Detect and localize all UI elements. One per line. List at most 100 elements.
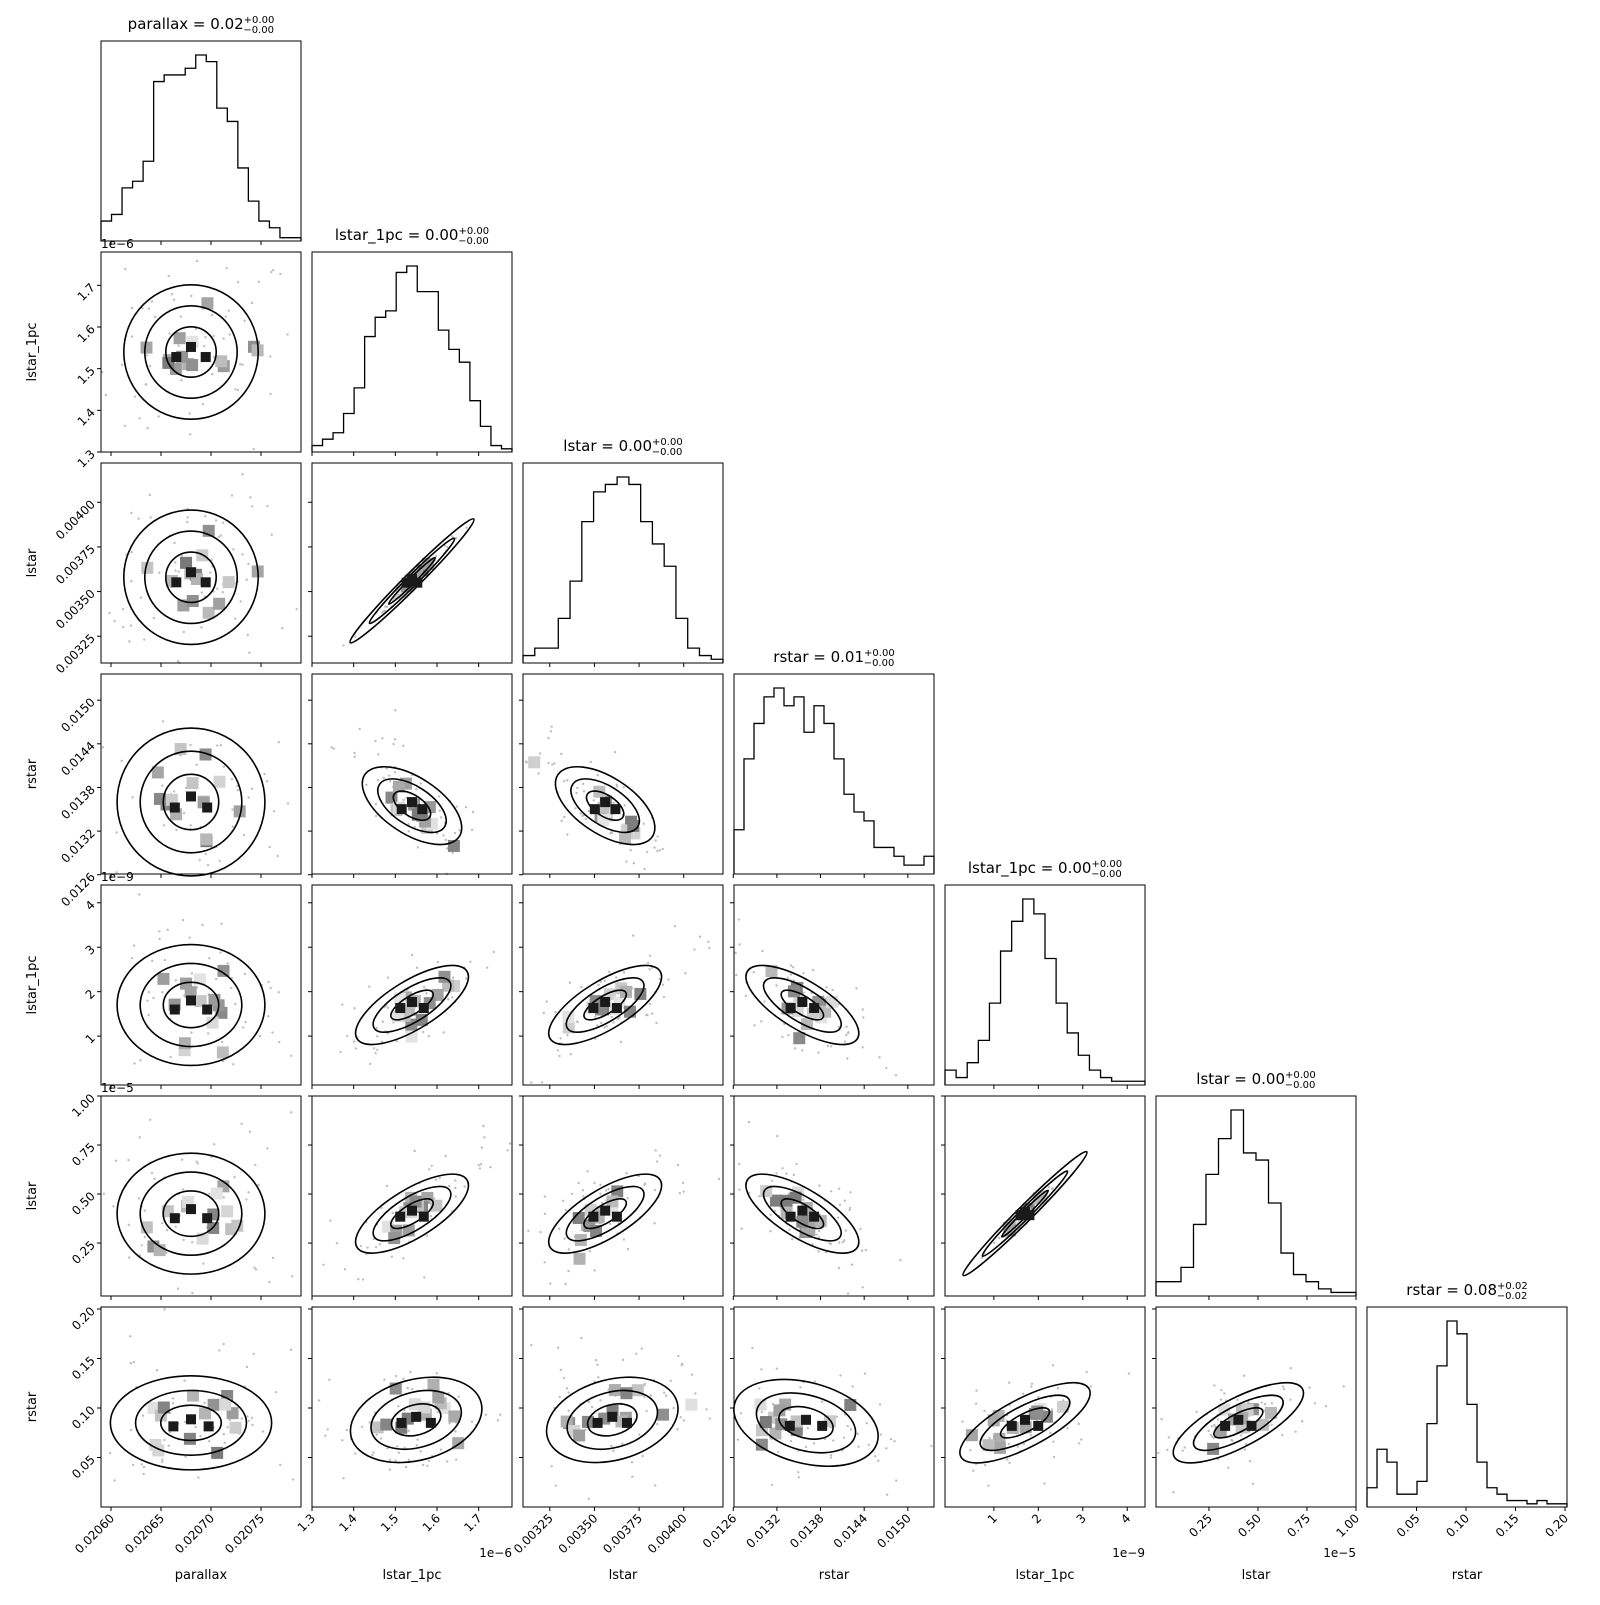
density-peak bbox=[588, 1003, 599, 1014]
panel-frame bbox=[733, 1306, 935, 1508]
density-peak bbox=[407, 574, 417, 585]
y-tick-label-lstar: 0.00350 bbox=[53, 587, 98, 632]
scatter-point bbox=[1289, 1366, 1292, 1370]
density-peak bbox=[169, 1213, 180, 1224]
scatter-point bbox=[140, 1463, 143, 1466]
scatter-point bbox=[861, 1286, 864, 1289]
contour-level-1 bbox=[762, 977, 842, 1033]
scatter-point bbox=[171, 1397, 175, 1400]
scatter-point bbox=[569, 1052, 572, 1056]
scatter-point bbox=[444, 838, 448, 842]
scatter-point bbox=[1056, 1386, 1060, 1390]
histogram-rstar bbox=[733, 687, 935, 874]
scatter-point bbox=[221, 591, 224, 594]
scatter-point bbox=[140, 1244, 143, 1247]
scatter-point bbox=[1231, 1439, 1234, 1443]
scatter-point bbox=[248, 1130, 252, 1133]
density-peak bbox=[407, 797, 417, 808]
scatter-point bbox=[345, 1034, 349, 1038]
scatter-point bbox=[1324, 1404, 1328, 1408]
scatter-point bbox=[1263, 1402, 1267, 1406]
scatter-point bbox=[594, 1359, 598, 1362]
scatter-point bbox=[188, 936, 191, 939]
scatter-point bbox=[825, 986, 828, 989]
scatter-point bbox=[708, 946, 711, 950]
scatter-point bbox=[580, 1336, 583, 1340]
scatter-point bbox=[556, 1049, 560, 1052]
scatter-point bbox=[203, 514, 207, 518]
scatter-point bbox=[428, 1168, 431, 1171]
scatter-point bbox=[642, 822, 646, 825]
scatter-point bbox=[251, 1423, 254, 1427]
scatter-point bbox=[247, 796, 250, 799]
scatter-point bbox=[435, 832, 439, 835]
scatter-point bbox=[442, 834, 445, 837]
density-cell bbox=[1264, 1406, 1277, 1419]
density-cell bbox=[770, 1194, 783, 1207]
scatter-point bbox=[352, 1040, 356, 1043]
scatter-point bbox=[204, 852, 207, 856]
y-tick-label-rstar: 0.15 bbox=[69, 1354, 98, 1383]
scatter-point bbox=[1240, 1434, 1243, 1437]
scatter-point bbox=[566, 833, 569, 836]
scatter-point bbox=[543, 1195, 547, 1198]
scatter-point bbox=[760, 1368, 763, 1371]
scatter-point bbox=[415, 966, 419, 969]
panel-frame bbox=[311, 462, 513, 664]
scatter-point bbox=[228, 333, 231, 336]
y-offset-label-lstar_1pc: 1e−9 bbox=[101, 870, 134, 884]
density-cell bbox=[608, 1384, 621, 1397]
scatter-point bbox=[581, 1189, 585, 1192]
scatter-point bbox=[254, 1268, 258, 1271]
contour-level-0 bbox=[392, 790, 432, 822]
density-cell bbox=[184, 986, 197, 999]
x-tick-label-rstar: 0.10 bbox=[1443, 1511, 1472, 1540]
scatter-point bbox=[163, 1308, 166, 1311]
scatter-point bbox=[969, 1448, 972, 1452]
density-cell bbox=[206, 1016, 219, 1029]
density-peak bbox=[395, 1211, 406, 1222]
scatter-point bbox=[437, 795, 441, 798]
x-tick-label-lstar: 1.00 bbox=[1333, 1511, 1362, 1540]
density-peak bbox=[621, 1417, 632, 1428]
scatter-point bbox=[393, 738, 397, 741]
histogram-lstar_1pc bbox=[311, 265, 513, 452]
scatter-point bbox=[1210, 1435, 1214, 1438]
scatter-point bbox=[389, 780, 392, 783]
scatter-point bbox=[563, 779, 566, 783]
joint-panel-lstar_1pc-vs-lstar_1pc bbox=[308, 884, 513, 1089]
scatter-point bbox=[265, 780, 269, 783]
scatter-point bbox=[386, 976, 390, 979]
x-tick-label-rstar: 0.0138 bbox=[787, 1511, 827, 1551]
scatter-point bbox=[879, 1433, 883, 1436]
density-peak bbox=[801, 1414, 811, 1425]
scatter-point bbox=[143, 638, 146, 641]
scatter-point bbox=[223, 1441, 226, 1445]
scatter-point bbox=[570, 1192, 574, 1196]
panel-frame bbox=[1366, 1306, 1568, 1508]
scatter-point bbox=[818, 1184, 821, 1187]
scatter-point bbox=[439, 1448, 443, 1451]
scatter-point bbox=[444, 1154, 447, 1158]
scatter-point bbox=[236, 788, 240, 792]
scatter-point bbox=[426, 1464, 429, 1468]
scatter-point bbox=[454, 1179, 457, 1182]
scatter-point bbox=[567, 1391, 570, 1394]
scatter-point bbox=[829, 1190, 833, 1193]
scatter-point bbox=[454, 1458, 458, 1461]
scatter-point bbox=[450, 535, 454, 538]
scatter-point bbox=[174, 979, 178, 982]
scatter-point bbox=[157, 415, 160, 418]
scatter-point bbox=[227, 309, 231, 312]
scatter-point bbox=[1007, 1442, 1011, 1446]
scatter-point bbox=[707, 940, 710, 943]
scatter-point bbox=[276, 854, 279, 858]
scatter-point bbox=[530, 1081, 533, 1084]
scatter-point bbox=[464, 805, 468, 809]
scatter-point bbox=[983, 1252, 986, 1256]
scatter-point bbox=[619, 1040, 623, 1044]
scatter-point bbox=[209, 571, 212, 574]
scatter-point bbox=[863, 1372, 867, 1375]
panel-frame bbox=[944, 884, 1146, 1086]
diag-panel-lstar bbox=[522, 462, 724, 667]
